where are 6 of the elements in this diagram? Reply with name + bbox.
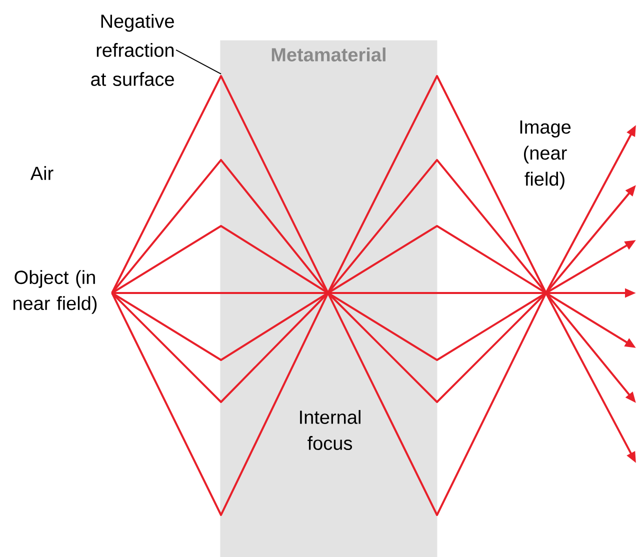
leader-line xyxy=(176,50,222,74)
image-label: Image (near field) xyxy=(520,120,571,190)
callout-text: Negative refraction at surface xyxy=(91,14,174,86)
object-label: Object (in near field) xyxy=(13,270,97,314)
air-label: Air xyxy=(30,166,54,180)
focus-label: Internal focus xyxy=(300,410,360,450)
